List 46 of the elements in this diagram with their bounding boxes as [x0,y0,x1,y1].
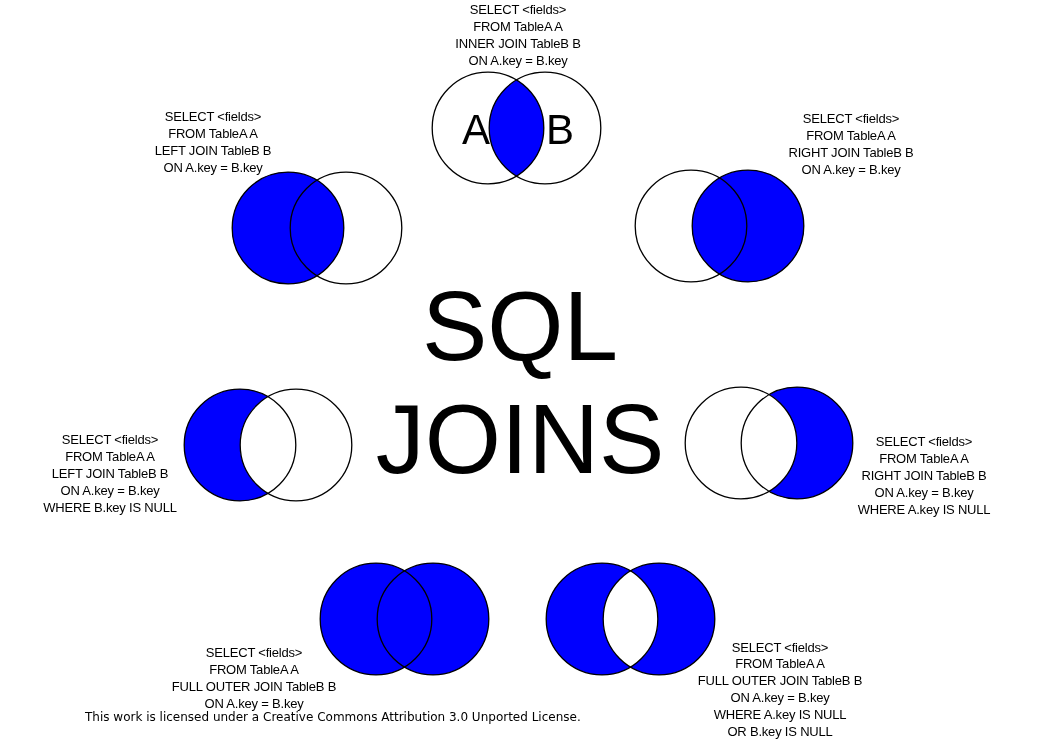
sql-query-line: FROM TableA A [879,449,969,467]
venn-circle [740,386,854,500]
sql-query-line: LEFT JOIN TableB B [51,464,169,482]
sql-query-line: FULL OUTER JOIN TableB B [171,677,337,695]
sql-query-line: SELECT <fields> [875,432,973,450]
sql-query-line: SELECT <fields> [205,643,303,661]
venn-circle [289,171,403,285]
set-letter: A [462,109,490,151]
sql-query-line: OR B.key IS NULL [727,722,833,740]
sql-query-line: LEFT JOIN TableB B [154,141,272,159]
sql-query-line: FROM TableA A [168,124,258,142]
sql-query-line: WHERE B.key IS NULL [43,498,177,516]
sql-query-line: FROM TableA A [473,17,563,35]
diagram-title: SQL JOINS [374,270,666,496]
venn-circle [376,562,490,676]
sql-query-line: ON A.key = B.key [468,51,568,69]
venn-circle [183,388,297,502]
sql-query-line: SELECT <fields> [802,109,900,127]
venn-circle [488,71,602,185]
license-note: This work is licensed under a Creative Commons Attribution 3.0 Unported License. [85,710,581,725]
sql-query-line: SELECT <fields> [731,638,829,656]
sql-query-line: ON A.key = B.key [730,688,830,706]
sql-query-line: FROM TableA A [209,660,299,678]
sql-query-line: ON A.key = B.key [874,483,974,501]
sql-query-line: FROM TableA A [806,126,896,144]
sql-query-line: ON A.key = B.key [801,160,901,178]
sql-query-line: FROM TableA A [735,655,825,673]
sql-query-line: FROM TableA A [65,447,155,465]
venn-circle [684,386,798,500]
sql-query-line: ON A.key = B.key [204,694,304,712]
sql-query-line: SELECT <fields> [164,107,262,125]
sql-query-line: ON A.key = B.key [163,158,263,176]
sql-query-line: RIGHT JOIN TableB B [788,143,914,161]
set-letter: B [546,109,574,151]
sql-query-line: RIGHT JOIN TableB B [861,466,987,484]
sql-query-line: SELECT <fields> [469,0,567,18]
sql-query-line: WHERE A.key IS NULL [857,500,991,518]
venn-circle [239,388,353,502]
sql-query-line: ON A.key = B.key [60,481,160,499]
sql-query-line: SELECT <fields> [61,430,159,448]
sql-query-line: WHERE A.key IS NULL [713,705,847,723]
venn-circle [602,562,716,676]
sql-query-line: INNER JOIN TableB B [455,34,581,52]
sql-query-line: FULL OUTER JOIN TableB B [697,672,863,690]
venn-circle [431,71,545,185]
venn-circle [634,169,748,283]
